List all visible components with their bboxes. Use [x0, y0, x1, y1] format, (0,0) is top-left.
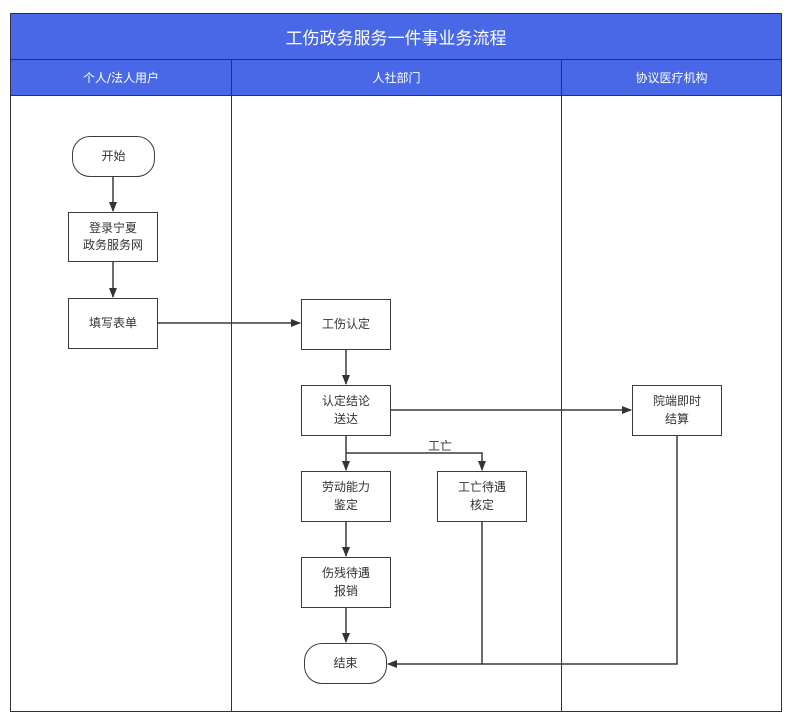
node-conclusion-delivery: 认定结论 送达 — [301, 385, 391, 436]
node-end: 结束 — [304, 643, 387, 684]
node-injury-recognition: 工伤认定 — [301, 299, 391, 350]
node-hospital-settlement: 院端即时 结算 — [632, 385, 722, 436]
node-start: 开始 — [72, 136, 155, 177]
node-login: 登录宁夏 政务服务网 — [68, 212, 158, 262]
lane-divider-1 — [231, 96, 232, 712]
node-ability-appraisal: 劳动能力 鉴定 — [301, 471, 391, 522]
node-death-benefit: 工亡待遇 核定 — [437, 471, 527, 522]
edge-delivery-death-benefit — [346, 452, 486, 471]
node-fill-form: 填写表单 — [68, 298, 158, 349]
lane-header-user: 个人/法人用户 — [10, 59, 232, 96]
node-disability-reimbursement: 伤残待遇 报销 — [301, 557, 391, 608]
lane-divider-2 — [561, 96, 562, 712]
edge-label-death: 工亡 — [428, 439, 453, 453]
edge-hospital-end — [482, 436, 678, 665]
lane-header-hr-department: 人社部门 — [231, 59, 562, 96]
edge-death-benefit-end — [387, 522, 483, 668]
lane-header-medical-institution: 协议医疗机构 — [561, 59, 782, 96]
